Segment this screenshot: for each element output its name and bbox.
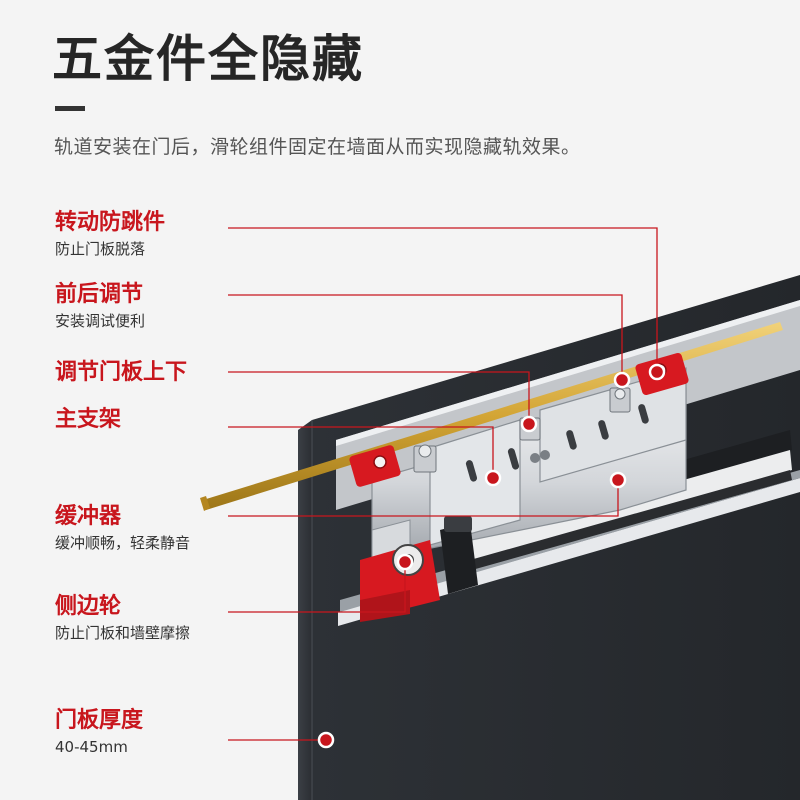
callout-front-back-adjust: 前后调节 安装调试便利 [55, 280, 145, 332]
callout-markers [317, 363, 666, 749]
callout-marker [520, 415, 538, 433]
callout-leaders [228, 227, 658, 741]
page-subtitle: 轨道安装在门后，滑轮组件固定在墙面从而实现隐藏轨效果。 [54, 136, 581, 158]
callout-name: 调节门板上下 [55, 360, 188, 385]
callout-marker [609, 471, 627, 489]
callout-name: 主支架 [55, 407, 122, 432]
callout-desc: 安装调试便利 [55, 312, 146, 330]
callout-marker [317, 731, 335, 749]
callout-marker [613, 371, 631, 389]
callout-main-bracket: 主支架 [55, 405, 121, 435]
callout-name: 门板厚度 [55, 708, 144, 733]
callout-desc: 40-45mm [55, 738, 128, 756]
callout-marker [648, 363, 666, 381]
side-wheel-assembly [360, 516, 478, 622]
callout-marker [484, 469, 502, 487]
callout-door-thickness: 门板厚度 40-45mm [55, 706, 143, 758]
callout-anti-jump: 转动防跳件 防止门板脱落 [55, 208, 165, 260]
callout-marker [396, 553, 414, 571]
page-title: 五金件全隐藏 [52, 30, 364, 88]
title-underline [55, 106, 85, 111]
callout-desc: 缓冲顺畅，轻柔静音 [55, 534, 191, 552]
callout-name: 侧边轮 [55, 594, 122, 619]
callout-desc: 防止门板脱落 [55, 240, 146, 258]
callout-name: 转动防跳件 [55, 210, 166, 235]
callout-desc: 防止门板和墙壁摩擦 [55, 624, 191, 642]
callout-name: 缓冲器 [55, 504, 122, 529]
callout-damper: 缓冲器 缓冲顺畅，轻柔静音 [55, 502, 190, 554]
callout-side-wheel: 侧边轮 防止门板和墙壁摩擦 [55, 592, 190, 644]
callout-height-adjust: 调节门板上下 [55, 358, 187, 388]
callout-name: 前后调节 [55, 282, 144, 307]
